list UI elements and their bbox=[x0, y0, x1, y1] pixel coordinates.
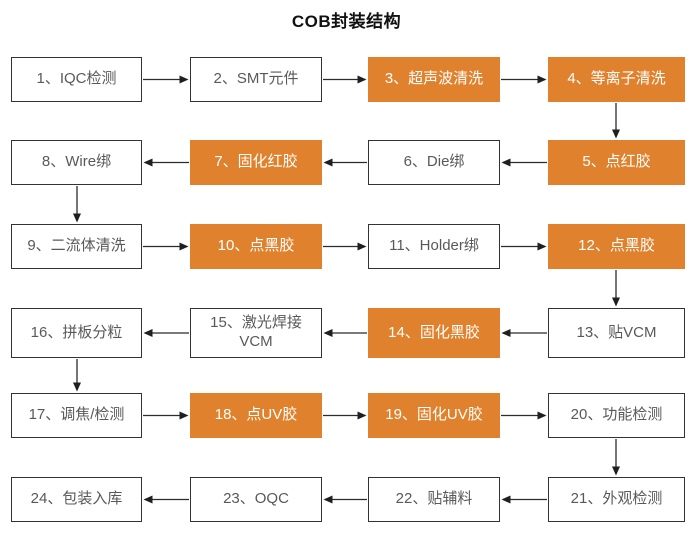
flow-node-24: 24、包装入库 bbox=[11, 477, 142, 522]
flow-node-21: 21、外观检测 bbox=[548, 477, 685, 522]
flow-node-16: 16、拼板分粒 bbox=[11, 308, 142, 358]
flow-node-15: 15、激光焊接VCM bbox=[190, 308, 322, 358]
flow-node-17: 17、调焦/检测 bbox=[11, 393, 142, 438]
flow-node-6: 6、Die绑 bbox=[368, 140, 500, 185]
flow-node-3: 3、超声波清洗 bbox=[368, 57, 500, 102]
flow-node-9: 9、二流体清洗 bbox=[11, 224, 142, 269]
flow-node-7: 7、固化红胶 bbox=[190, 140, 322, 185]
flow-node-13: 13、贴VCM bbox=[548, 308, 685, 358]
flow-node-18: 18、点UV胶 bbox=[190, 393, 322, 438]
flow-node-20: 20、功能检测 bbox=[548, 393, 685, 438]
flow-node-4: 4、等离子清洗 bbox=[548, 57, 685, 102]
page-title: COB封装结构 bbox=[291, 12, 402, 31]
flow-node-5: 5、点红胶 bbox=[548, 140, 685, 185]
flow-node-19: 19、固化UV胶 bbox=[368, 393, 500, 438]
flow-node-23: 23、OQC bbox=[190, 477, 322, 522]
flow-node-10: 10、点黑胶 bbox=[190, 224, 322, 269]
flow-node-12: 12、点黑胶 bbox=[548, 224, 685, 269]
flow-node-11: 11、Holder绑 bbox=[368, 224, 500, 269]
flow-node-14: 14、固化黑胶 bbox=[368, 308, 500, 358]
flow-node-8: 8、Wire绑 bbox=[11, 140, 142, 185]
flow-node-22: 22、贴辅料 bbox=[368, 477, 500, 522]
flow-node-2: 2、SMT元件 bbox=[190, 57, 322, 102]
flow-node-1: 1、IQC检测 bbox=[11, 57, 142, 102]
